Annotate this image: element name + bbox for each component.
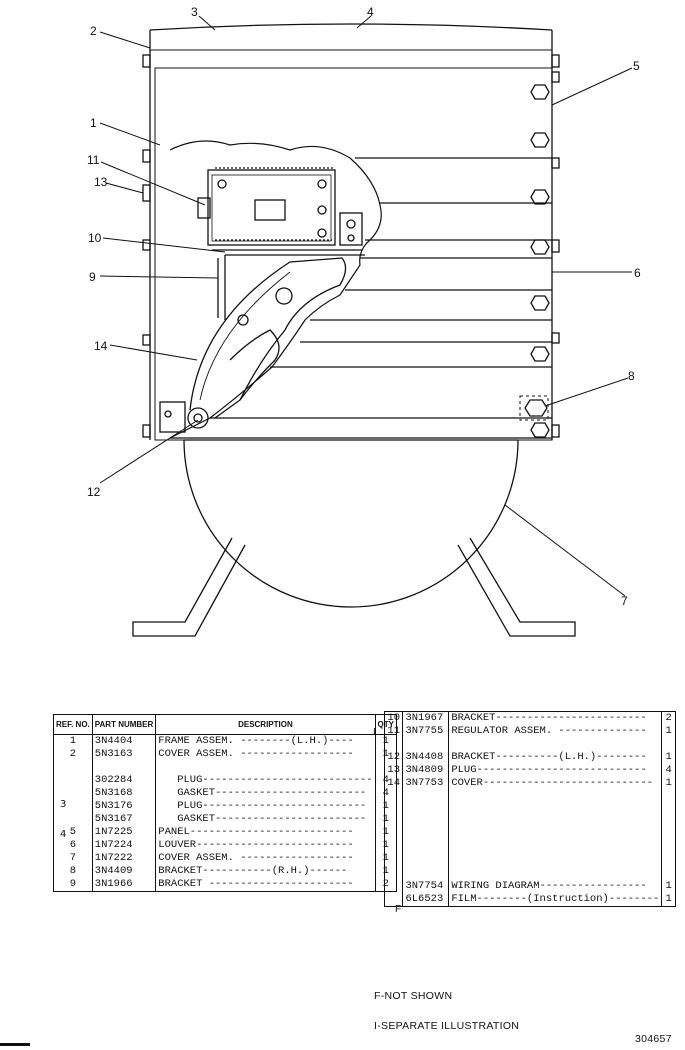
header-part-number: PART NUMBER: [92, 714, 157, 735]
callout-7: 7: [621, 594, 628, 608]
callout-10: 10: [88, 231, 102, 245]
callout-9: 9: [89, 270, 96, 284]
callout-1: 1: [90, 116, 97, 130]
header-ref: REF. NO.: [53, 714, 93, 735]
callout-12: 12: [87, 485, 101, 499]
note-not-shown: F-NOT SHOWN: [374, 990, 453, 1002]
table-row: 302284 PLUG---------------------------4: [53, 774, 397, 787]
not-shown-mark: F: [395, 904, 402, 915]
callout-4: 4: [367, 5, 374, 19]
callout-14: 14: [94, 339, 108, 353]
group-ref-3: 3: [60, 799, 67, 810]
generator-exploded-diagram: 1 2 3 4 5 6 7 8 9 10 11 12 13 14: [87, 5, 641, 637]
header-description: DESCRIPTION: [155, 714, 376, 735]
table-row: 5N3176 PLUG--------------------------1: [53, 800, 397, 813]
edge-mark: [0, 1043, 30, 1046]
separate-illustration-mark: I: [373, 727, 376, 738]
callout-8: 8: [628, 369, 635, 383]
callout-2: 2: [90, 24, 97, 38]
callout-11: 11: [87, 153, 100, 167]
callout-6: 6: [634, 266, 641, 280]
note-separate-illustration: I-SEPARATE ILLUSTRATION: [374, 1020, 520, 1032]
group-ref-4: 4: [60, 829, 67, 840]
table-row: 5N3168 GASKET------------------------4: [53, 787, 397, 800]
table-row: 5N3167 GASKET------------------------1: [53, 813, 397, 826]
callout-13: 13: [94, 175, 108, 189]
drawing-code: 304657: [635, 1033, 672, 1045]
callout-3: 3: [191, 5, 198, 19]
callout-5: 5: [633, 59, 640, 73]
